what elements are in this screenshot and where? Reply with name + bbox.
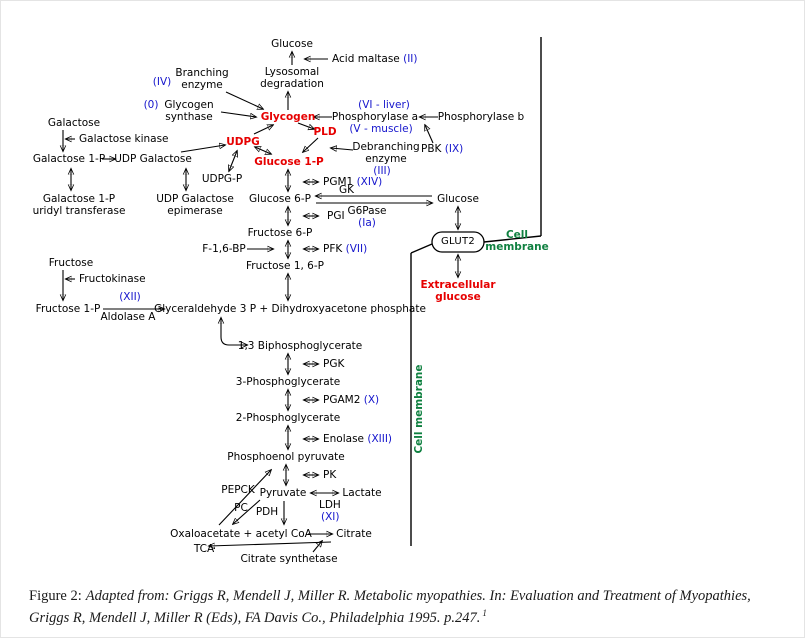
node-phosphoenol-pyruvate: Phosphoenol pyruvate [227, 451, 345, 463]
node-glut2: GLUT2 [440, 236, 476, 247]
caption-citation: Adapted from: Griggs R, Mendell J, Mille… [29, 588, 751, 626]
pathway-arrows-layer [1, 37, 542, 553]
caption-footnote-marker: 1 [482, 608, 487, 619]
node-ga3p-dhap: Glyceraldehyde 3 P + Dihydroxyacetone ph… [154, 303, 426, 315]
enzyme-code-v-muscle: (V - muscle) [349, 123, 413, 135]
node-13-biphosphoglycerate: 1,3 Biphosphoglycerate [237, 340, 363, 352]
node-citrate: Citrate [336, 528, 372, 540]
node-2-phosphoglycerate: 2-Phosphoglycerate [235, 412, 341, 424]
cell-membrane-joint-top [483, 235, 542, 243]
node-udpg: UDPG [226, 136, 260, 148]
node-gk: GK [339, 184, 355, 196]
arrow-udp-galactose-to-udpg [180, 145, 225, 153]
node-glycogen: Glycogen [260, 111, 316, 123]
node-fructose: Fructose [48, 257, 94, 269]
node-fructose-6p: Fructose 6-P [247, 227, 313, 239]
enzyme-code-vi-liver: (VI - liver) [358, 99, 410, 111]
arrow-pc [233, 499, 261, 524]
node-pgi: PGI [327, 210, 345, 222]
arrow-udpgp-udpg [229, 151, 237, 171]
node-fructose-16p: Fructose 1, 6-P [246, 260, 324, 272]
node-pc: PC [234, 502, 248, 514]
node-udp-galactose: UDP Galactose [114, 153, 192, 165]
node-galactose-kinase: Galactose kinase [79, 133, 169, 145]
node-fructose-1p: Fructose 1-P [35, 303, 101, 315]
arrow-glycogen-to-pld [297, 122, 314, 129]
enzyme-code-iii: (III) [373, 165, 391, 177]
enzyme-code-iv: (IV) [152, 76, 172, 88]
node-glucose-cytosol: Glucose [437, 193, 479, 205]
arrow-glucose-1p-udpg [255, 147, 271, 154]
enzyme-code-xii: (XII) [119, 291, 141, 303]
node-acid-maltase: Acid maltase (II) [332, 53, 418, 65]
arrow-debranching-enzyme [331, 148, 354, 150]
node-phosphorylase-b: Phosphorylase b [437, 111, 525, 123]
node-tca: TCA [193, 543, 215, 555]
caption-figure-label: Figure 2: [29, 588, 82, 604]
node-pbk: PBK (IX) [421, 143, 464, 155]
node-enolase: Enolase (XIII) [323, 433, 393, 445]
label-cell-membrane-left: Cell membrane [413, 364, 425, 454]
node-citrate-synthetase: Citrate synthetase [240, 553, 338, 565]
node-galactose: Galactose [47, 117, 101, 129]
node-lactate: Lactate [342, 487, 382, 499]
node-pk: PK [323, 469, 337, 481]
node-udpg-p: UDPG-P [201, 173, 243, 185]
node-pgk: PGK [323, 358, 345, 370]
node-pyruvate: Pyruvate [259, 487, 307, 499]
node-pgm1: PGM1 (XIV) [323, 176, 383, 188]
node-phosphorylase-a: Phosphorylase a [331, 111, 419, 123]
arrow-triose-to-13bpg [221, 318, 247, 345]
cell-membrane-joint-bottom [410, 243, 433, 254]
arrow-pbk [425, 125, 434, 144]
node-glucose-6p: Glucose 6-P [249, 193, 311, 205]
arrow-pld-to-glucose-1p [303, 137, 319, 152]
arrow-glycogen-synthase [220, 111, 256, 117]
enzyme-code-0: (0) [143, 99, 159, 111]
arrow-udpg-to-glycogen [253, 125, 273, 135]
node-pepck: PEPCK [221, 484, 255, 496]
node-3-phosphoglycerate: 3-Phosphoglycerate [235, 376, 341, 388]
node-pld: PLD [313, 126, 337, 138]
node-oxaloacetate-acetylcoa: Oxaloacetate + acetyl CoA [170, 528, 312, 540]
node-ldh: LDH [319, 499, 341, 511]
node-glucose-1p: Glucose 1-P [254, 156, 324, 168]
node-pfk: PFK (VII) [323, 243, 368, 255]
node-pdh: PDH [255, 506, 279, 518]
enzyme-code-xi: (XI) [321, 511, 340, 523]
node-aldolase-a: Aldolase A [100, 311, 156, 323]
arrow-citrate-synthetase-pointer [312, 541, 322, 553]
node-g6pase: G6Pase(Ia) [347, 205, 387, 229]
node-glucose-product: Glucose [271, 38, 313, 50]
node-f16bp: F-1,6-BP [202, 243, 246, 255]
glut2-transporter [431, 231, 485, 253]
arrow-tca [209, 541, 332, 546]
node-galactose-1p: Galactose 1-P [32, 153, 106, 165]
node-pgam2: PGAM2 (X) [323, 394, 380, 406]
node-fructokinase: Fructokinase [79, 273, 146, 285]
arrow-branching-enzyme [225, 91, 263, 109]
arrow-pepck [218, 470, 271, 526]
figure-caption: Figure 2:Adapted from: Griggs R, Mendell… [29, 586, 785, 629]
